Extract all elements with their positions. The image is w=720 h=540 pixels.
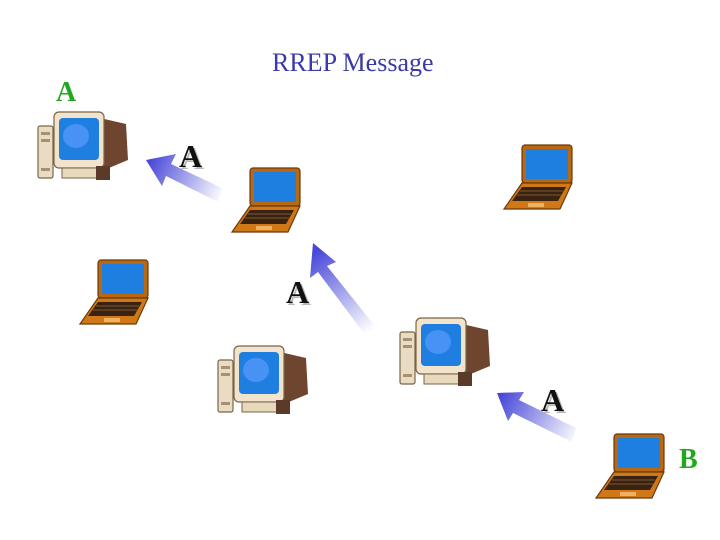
node-desktop-hop2 <box>399 317 490 386</box>
node-laptop-top-right <box>502 144 573 210</box>
rrep-arrow-1 <box>146 154 222 202</box>
node-desktop-bottom <box>217 345 308 414</box>
node-laptop-destination <box>594 433 665 499</box>
node-laptop-hop1 <box>230 167 301 233</box>
hop-label-1: A <box>179 138 203 174</box>
hop-label-2: A <box>286 274 310 310</box>
source-node-label: A <box>56 77 77 108</box>
desktop-computer-icon <box>217 345 308 414</box>
node-laptop-left <box>78 259 149 325</box>
desktop-computer-icon <box>37 111 128 180</box>
destination-node-label: B <box>679 444 698 475</box>
node-desktop-source <box>37 111 128 180</box>
laptop-icon <box>594 433 665 499</box>
rrep-arrow-2 <box>310 243 378 336</box>
laptop-icon <box>78 259 149 325</box>
laptop-icon <box>502 144 573 210</box>
hop-label-3: A <box>541 382 565 418</box>
laptop-icon <box>230 167 301 233</box>
rrep-arrow-3 <box>497 392 576 442</box>
desktop-computer-icon <box>399 317 490 386</box>
diagram-title: RREP Message <box>272 48 434 77</box>
